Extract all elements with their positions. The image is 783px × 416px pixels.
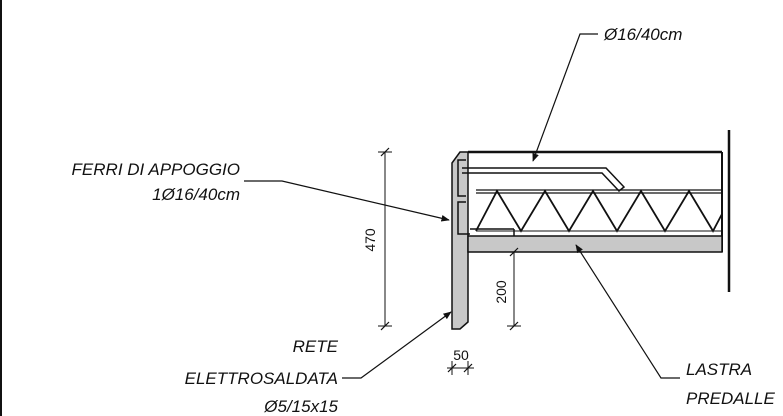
precast-wall-element (451, 151, 469, 330)
top-bent-bar (462, 167, 626, 193)
dim-slash-470-bottom (380, 321, 390, 331)
label-top-bar: Ø16/40cm (603, 25, 682, 44)
dim-slash-470-top (380, 147, 390, 157)
girder-diagonals (475, 189, 723, 233)
dim-slash-200-top (509, 247, 519, 257)
label-rete-line1: RETE (293, 337, 339, 356)
label-lastra-line1: LASTRA (686, 360, 752, 379)
leader-top-bar (532, 33, 598, 162)
label-rete-line3: Ø5/15x15 (263, 397, 338, 416)
dim-slash-50-right (463, 363, 473, 373)
predalle-slab (467, 235, 723, 253)
dim-slash-50-left (447, 363, 457, 373)
label-rete-line2: ELETTROSALDATA (185, 369, 338, 388)
dim-slash-200-bottom (509, 321, 519, 331)
leader-ferri-appoggio (244, 180, 450, 222)
leader-rete (342, 311, 452, 379)
label-ferri-line1: FERRI DI APPOGGIO (72, 160, 240, 179)
dim-label-470: 470 (362, 228, 378, 252)
dim-label-200: 200 (493, 280, 509, 304)
dim-label-50: 50 (453, 347, 469, 363)
ferri-appoggio-hook-top (457, 159, 466, 197)
label-lastra-line2: PREDALLE (686, 389, 775, 408)
label-ferri-line2: 1Ø16/40cm (152, 185, 240, 204)
ferri-appoggio-hook-bottom (457, 201, 470, 235)
leader-lastra (575, 244, 680, 379)
